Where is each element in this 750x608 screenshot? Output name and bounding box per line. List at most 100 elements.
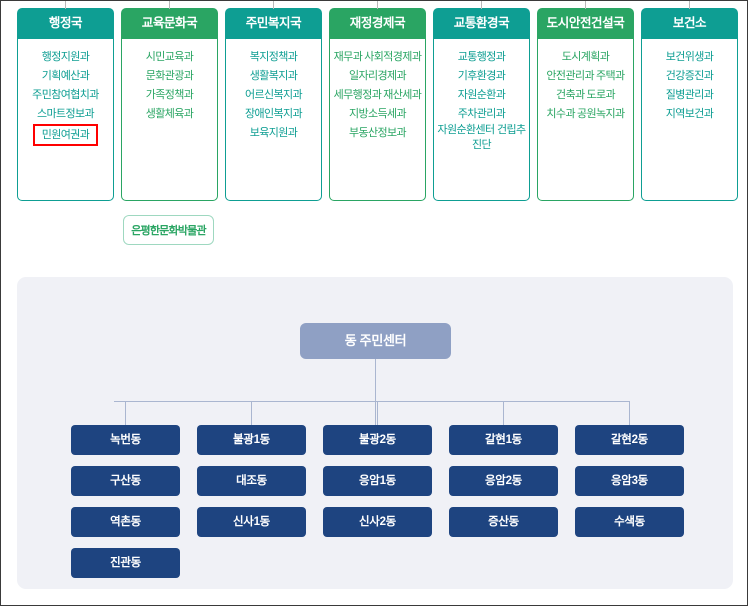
department-item[interactable]: 공원녹지과 [576, 105, 626, 123]
connector-drop [251, 401, 252, 425]
department-item[interactable]: 주민참여협치과 [31, 86, 100, 104]
department-item[interactable]: 교통행정과 [457, 48, 507, 66]
bureau-header[interactable]: 보건소 [641, 8, 738, 39]
department-label: 교통행정과 [457, 51, 506, 63]
dong-box[interactable]: 대조동 [197, 466, 306, 496]
department-item[interactable]: 생활체육과 [145, 105, 195, 123]
department-label: 지역보건과 [665, 108, 714, 120]
museum-box[interactable]: 은평한문화박물관 [123, 215, 214, 245]
department-item[interactable]: 사회적경제과 [363, 48, 422, 66]
department-label: 자원순환센터 건립추진단 [437, 124, 526, 151]
department-item[interactable]: 자원순환과 [457, 86, 507, 104]
department-label: 안전관리과 [546, 70, 595, 82]
department-item[interactable]: 보육지원과 [249, 124, 299, 142]
department-label: 건축과 [555, 89, 585, 101]
department-item[interactable]: 건축과 [555, 86, 586, 104]
department-item[interactable]: 안전관리과 [545, 67, 595, 85]
department-item[interactable]: 지방소득세과 [348, 105, 407, 123]
department-item[interactable]: 세무행정과 [333, 86, 383, 104]
department-label: 민원여권과 [41, 129, 90, 141]
department-item[interactable]: 행정지원과 [41, 48, 91, 66]
department-item[interactable]: 건강증진과 [665, 67, 715, 85]
bureau-connector-stem [585, 1, 586, 9]
dong-box[interactable]: 증산동 [449, 507, 558, 537]
department-item[interactable]: 도로과 [586, 86, 617, 104]
bureau-header[interactable]: 교육문화국 [121, 8, 218, 39]
department-item[interactable]: 도시계획과 [561, 48, 611, 66]
dong-box[interactable]: 구산동 [71, 466, 180, 496]
department-item[interactable]: 지역보건과 [665, 105, 715, 123]
dong-box[interactable]: 수색동 [575, 507, 684, 537]
dong-box[interactable]: 불광2동 [323, 425, 432, 455]
department-label: 재산세과 [383, 89, 422, 101]
bureau-header[interactable]: 교통환경국 [433, 8, 530, 39]
department-label: 질병관리과 [665, 89, 714, 101]
department-item[interactable]: 기획예산과 [41, 67, 91, 85]
department-item[interactable]: 재산세과 [382, 86, 422, 104]
dong-box[interactable]: 응암3동 [575, 466, 684, 496]
department-label: 문화관광과 [145, 70, 194, 82]
department-item[interactable]: 재무과 [333, 48, 364, 66]
department-item[interactable]: 시민교육과 [145, 48, 195, 66]
department-item[interactable]: 부동산정보과 [348, 124, 407, 142]
bureau-connector-stem [273, 1, 274, 9]
department-label: 보건위생과 [665, 51, 714, 63]
department-label: 주택과 [596, 70, 625, 82]
dong-box[interactable]: 역촌동 [71, 507, 180, 537]
department-label: 시민교육과 [145, 51, 194, 63]
connector-drop [629, 401, 630, 425]
dong-box[interactable]: 응암1동 [323, 466, 432, 496]
department-item-highlighted[interactable]: 민원여권과 [32, 124, 99, 146]
bureau-header[interactable]: 도시안전건설국 [537, 8, 634, 39]
department-item[interactable]: 문화관광과 [145, 67, 195, 85]
department-label: 가족정책과 [145, 89, 194, 101]
bureau-connector-stem [377, 1, 378, 9]
department-item[interactable]: 스마트정보과 [36, 105, 95, 123]
department-label: 장애인복지과 [244, 108, 303, 120]
department-label: 지방소득세과 [348, 108, 407, 120]
department-item[interactable]: 치수과 [545, 105, 576, 123]
dong-box[interactable]: 갈현2동 [575, 425, 684, 455]
department-label: 재무과 [333, 51, 363, 63]
department-label: 어르신복지과 [244, 89, 303, 101]
dong-center-node[interactable]: 동 주민센터 [300, 323, 451, 359]
department-item[interactable]: 생활복지과 [249, 67, 299, 85]
department-label: 일자리경제과 [348, 70, 407, 82]
department-item[interactable]: 어르신복지과 [244, 86, 303, 104]
bureau-header[interactable]: 재정경제국 [329, 8, 426, 39]
department-item[interactable]: 보건위생과 [665, 48, 715, 66]
dong-box[interactable]: 불광1동 [197, 425, 306, 455]
department-label: 건강증진과 [665, 70, 714, 82]
department-item[interactable]: 가족정책과 [145, 86, 195, 104]
dong-box[interactable]: 갈현1동 [449, 425, 558, 455]
department-item[interactable]: 주차관리과 [457, 105, 507, 123]
dong-box[interactable]: 신사2동 [323, 507, 432, 537]
bureau-header[interactable]: 주민복지국 [225, 8, 322, 39]
department-label: 자원순환과 [457, 89, 506, 101]
department-item[interactable]: 일자리경제과 [348, 67, 407, 85]
dong-box[interactable]: 녹번동 [71, 425, 180, 455]
department-item[interactable]: 주택과 [595, 67, 626, 85]
department-label: 행정지원과 [41, 51, 90, 63]
dong-box[interactable]: 응암2동 [449, 466, 558, 496]
department-item[interactable]: 장애인복지과 [244, 105, 303, 123]
department-item[interactable]: 기후환경과 [457, 67, 507, 85]
department-label: 세무행정과 [333, 89, 382, 101]
department-item[interactable]: 자원순환센터 건립추진단 [436, 123, 527, 153]
department-label: 공원녹지과 [576, 108, 625, 120]
dong-box[interactable]: 진관동 [71, 548, 180, 578]
department-item[interactable]: 질병관리과 [665, 86, 715, 104]
connector-vertical-main [375, 359, 376, 425]
dong-box[interactable]: 신사1동 [197, 507, 306, 537]
department-item[interactable]: 복지정책과 [249, 48, 299, 66]
bureau-header[interactable]: 행정국 [17, 8, 114, 39]
